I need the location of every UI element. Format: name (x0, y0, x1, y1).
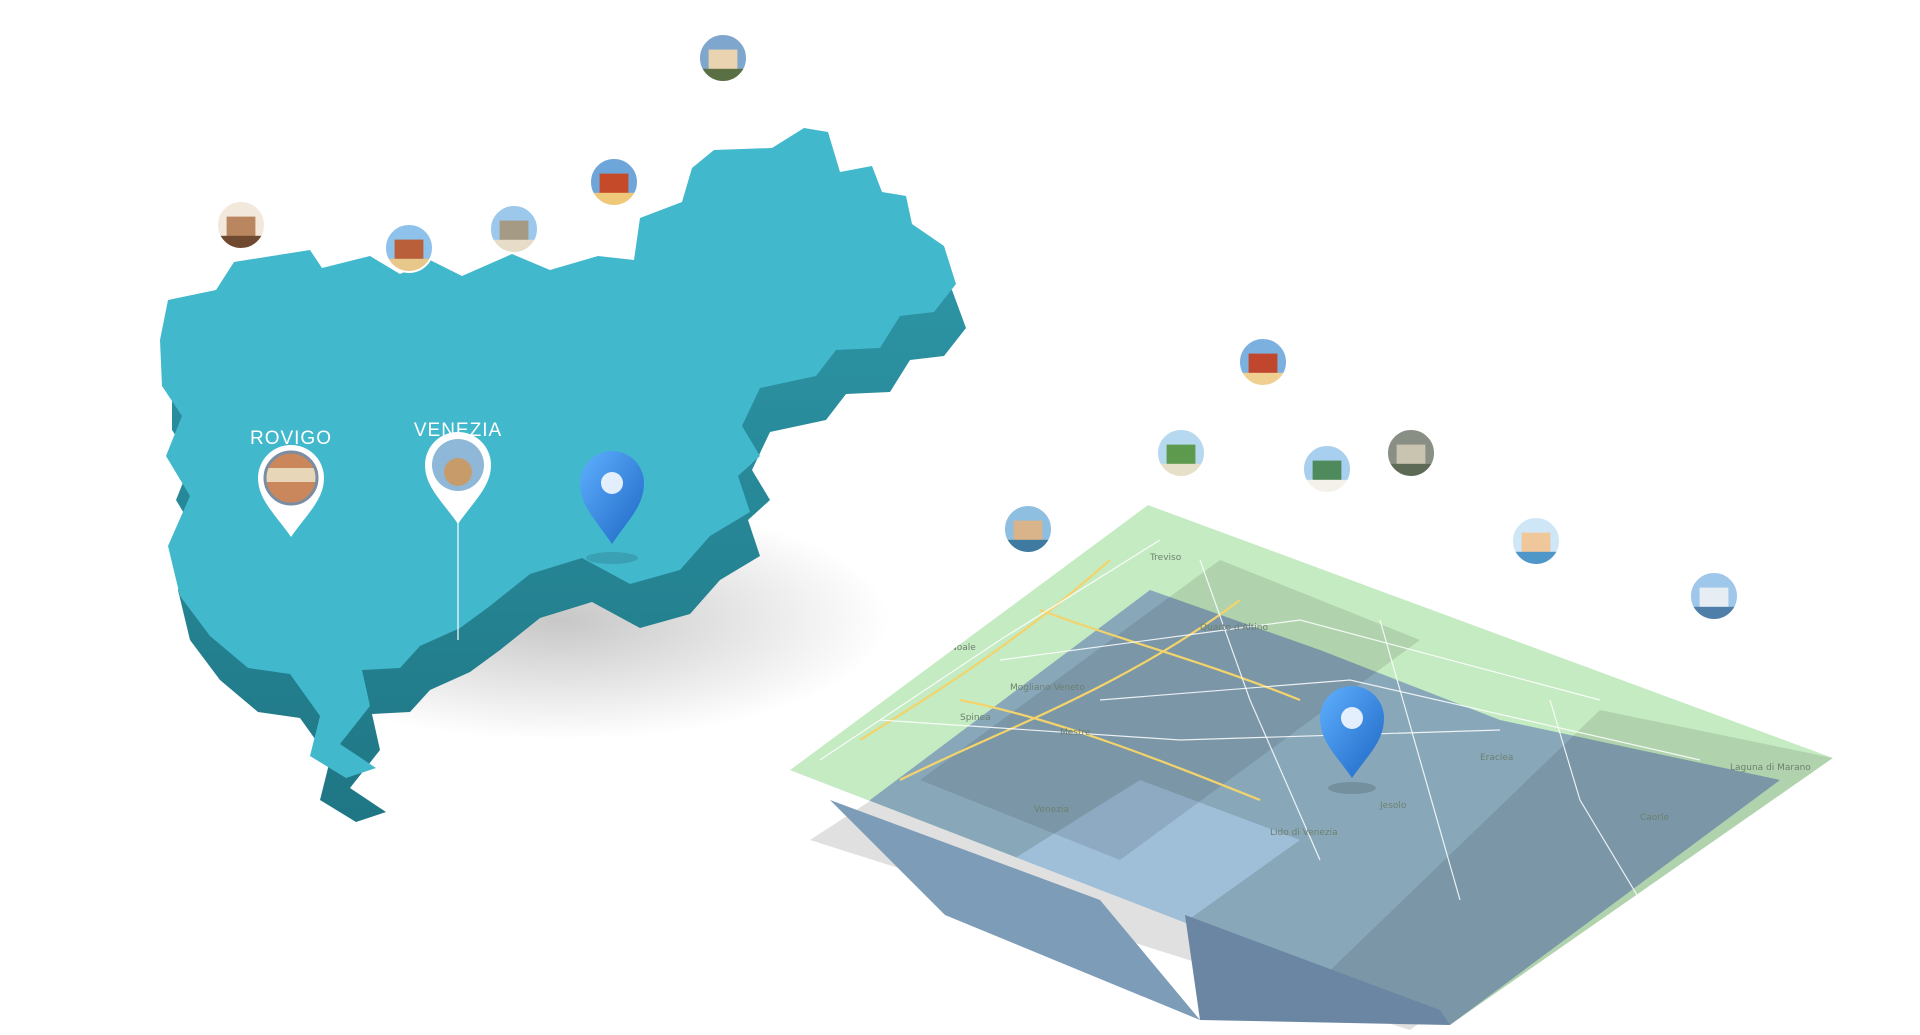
clocktower-photo-ring (589, 157, 639, 207)
region-top (160, 128, 956, 778)
tower-photo-ring (384, 223, 434, 273)
countryside-photo-ring (1156, 428, 1206, 478)
aerial-town-photo-bubble[interactable] (1386, 428, 1436, 488)
map-roads-major (859, 559, 1301, 802)
aerial-town-photo-ground (1387, 463, 1435, 477)
redtower-photo-ring (1238, 337, 1288, 387)
fold-panel-2 (1320, 710, 1833, 1025)
arena-photo-ring (216, 200, 266, 250)
map-place-12: Spinea (960, 713, 991, 723)
beach-photo-ring (1511, 516, 1561, 566)
aerial-town-photo-ring (1386, 428, 1436, 478)
lagoon-photo-ground (1690, 606, 1738, 620)
folded-map-sheet: Venezia Mestre Jesolo Treviso Lido di Ve… (790, 505, 1833, 1025)
beach-photo-bubble[interactable] (1511, 516, 1561, 576)
pin-venezia-photo-detail (444, 458, 472, 486)
lagoon-photo-ring (1689, 571, 1739, 621)
beach-photo-ground (1512, 551, 1560, 565)
map-water (790, 590, 1780, 1025)
pin-rovigo-label: ROVIGO (250, 428, 332, 449)
countryside-photo-bubble[interactable] (1156, 428, 1206, 488)
pin-venezia[interactable]: VENEZIA (414, 420, 502, 524)
fold-underside-2 (1185, 915, 1450, 1025)
map-location-marker[interactable] (1320, 686, 1384, 794)
location-pin-icon (580, 451, 644, 544)
lagoon-photo-bubble[interactable] (1689, 571, 1739, 631)
palazzo-photo-ring (489, 204, 539, 254)
harbor-photo-bubble[interactable] (1302, 444, 1352, 504)
fold-panel-1 (920, 560, 1420, 860)
dolomites-photo-ground (699, 68, 747, 82)
pin-rovigo-photo-ring (263, 450, 319, 506)
map-place-3: Jesolo (1379, 801, 1407, 811)
tower-photo-bubble[interactable] (384, 223, 434, 283)
folded-map: Venezia Mestre Jesolo Treviso Lido di Ve… (790, 505, 1833, 1030)
map-marker-dot (1341, 707, 1363, 729)
photo-bubbles (216, 33, 1739, 631)
canal-photo-ground (1004, 539, 1052, 553)
fold-underside-1 (830, 800, 1200, 1020)
map-place-6: Eraclea (1480, 753, 1513, 763)
pin-venezia-label: VENEZIA (414, 420, 502, 441)
arena-photo-bubble[interactable] (216, 200, 266, 260)
map-place-10: Noale (950, 643, 976, 653)
harbor-photo-ring (1302, 444, 1352, 494)
map-place-7: Caorle (1640, 813, 1670, 823)
region-marker-shadow (586, 552, 638, 564)
map-place-5: Lido di Venezia (1270, 828, 1338, 838)
region-map: ROVIGO VENEZIA (160, 128, 966, 822)
dolomites-photo-ring (698, 33, 748, 83)
map-place-1: Venezia (1034, 805, 1069, 815)
map-place-9: Quarto d'Altino (1200, 623, 1268, 633)
harbor-photo-ground (1303, 479, 1351, 493)
region-location-marker[interactable] (580, 451, 644, 564)
pin-rovigo-photo-band (265, 468, 317, 482)
map-roads-minor (819, 539, 1701, 901)
clocktower-photo-ground (590, 192, 638, 206)
countryside-photo-ground (1157, 463, 1205, 477)
canal-photo-ring (1003, 504, 1053, 554)
map-marker-shadow (1328, 782, 1376, 794)
map-place-11: Mogliano Veneto (1010, 683, 1085, 693)
redtower-photo-ground (1239, 372, 1287, 386)
canal-photo-bubble[interactable] (1003, 504, 1053, 564)
region-marker-dot (601, 472, 623, 494)
palazzo-photo-bubble[interactable] (489, 204, 539, 264)
clocktower-photo-bubble[interactable] (589, 157, 639, 217)
arena-photo-ground (217, 235, 265, 249)
pin-rovigo[interactable]: ROVIGO (250, 428, 332, 537)
map-place-2: Mestre (1060, 728, 1091, 738)
map-place-4: Treviso (1149, 553, 1182, 563)
redtower-photo-bubble[interactable] (1238, 337, 1288, 397)
map-place-8: Laguna di Marano (1730, 763, 1811, 773)
dolomites-photo-bubble[interactable] (698, 33, 748, 93)
location-pin-icon (1320, 686, 1384, 778)
